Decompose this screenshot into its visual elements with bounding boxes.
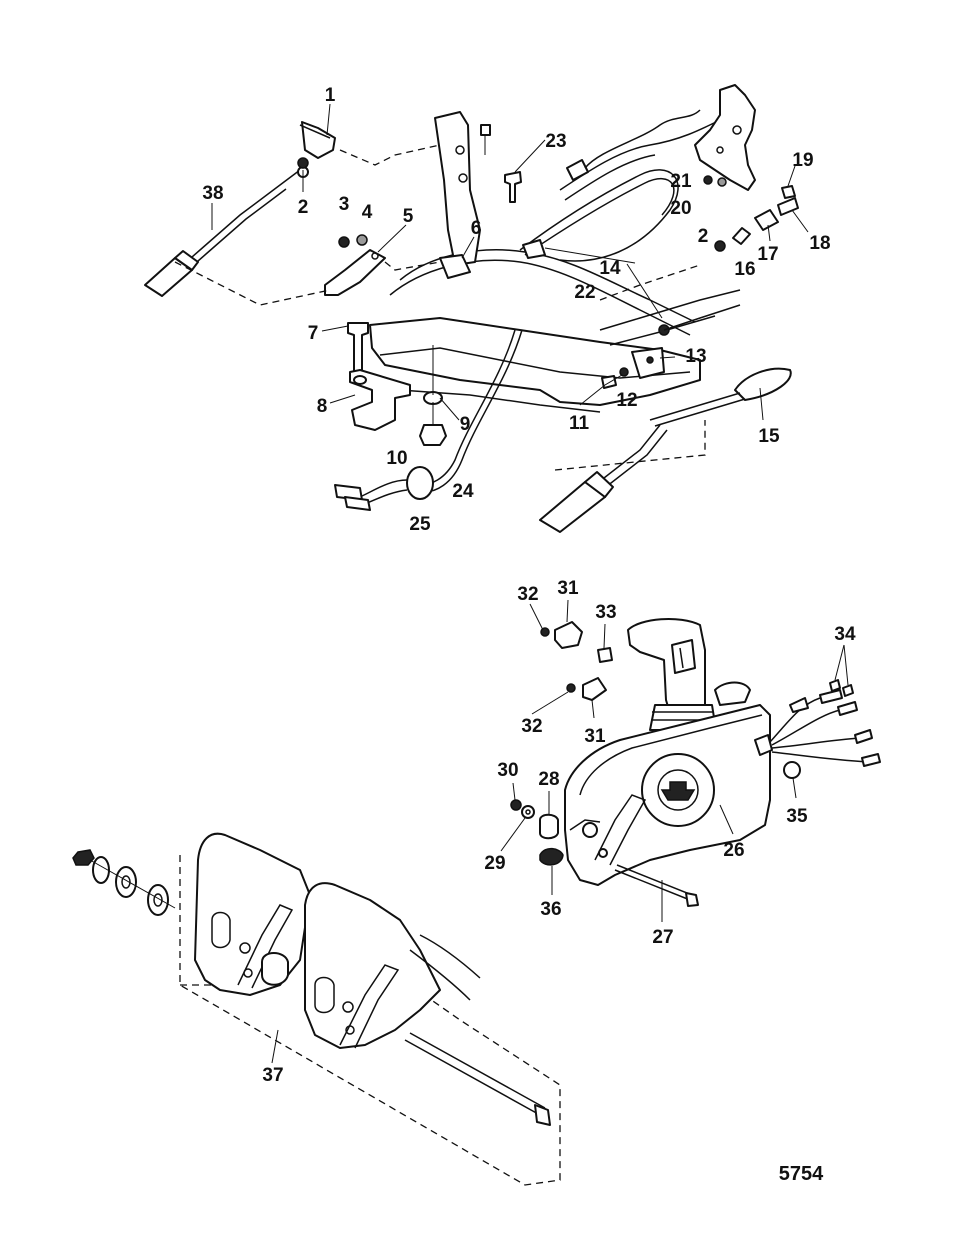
kit-housing-right bbox=[304, 882, 441, 1049]
spacer-28 bbox=[539, 813, 559, 840]
callout-10: 10 bbox=[386, 448, 407, 469]
callout-5: 5 bbox=[403, 206, 414, 227]
nut-2-left bbox=[297, 157, 309, 169]
callout-labels: 1 2 3 4 5 6 7 8 9 10 11 12 13 14 15 16 1… bbox=[202, 85, 856, 1185]
bolt-27 bbox=[685, 892, 699, 907]
terminal-34b bbox=[842, 684, 854, 697]
callout-19: 19 bbox=[792, 150, 813, 171]
bushing-17 bbox=[754, 209, 779, 231]
callout-21: 21 bbox=[670, 171, 692, 192]
nut-10 bbox=[419, 424, 447, 446]
terminal-34a bbox=[829, 679, 841, 692]
dual-station-kit-37 bbox=[72, 832, 561, 1186]
callout-23: 23 bbox=[545, 131, 566, 152]
spring-16 bbox=[732, 227, 751, 245]
callout-11: 11 bbox=[569, 413, 590, 434]
kit-housing-left bbox=[194, 832, 311, 996]
callout-7: 7 bbox=[308, 323, 319, 344]
mounting-bracket bbox=[369, 317, 701, 406]
callout-30: 30 bbox=[497, 760, 518, 781]
callout-15: 15 bbox=[758, 426, 780, 447]
remote-control-box bbox=[500, 599, 881, 922]
clip-33 bbox=[597, 647, 613, 663]
grommet-25 bbox=[406, 466, 434, 500]
callout-32-top: 32 bbox=[517, 584, 538, 605]
through-bolt-37 bbox=[534, 1104, 551, 1126]
callout-1: 1 bbox=[325, 85, 336, 106]
cap-36 bbox=[539, 847, 564, 866]
cam-31-bottom bbox=[582, 677, 607, 701]
nut-37 bbox=[72, 849, 95, 866]
callout-36: 36 bbox=[540, 899, 561, 920]
callout-31-top: 31 bbox=[557, 578, 579, 599]
kit-boundary-37 bbox=[179, 855, 561, 1186]
callout-22: 22 bbox=[574, 282, 595, 303]
callout-28: 28 bbox=[538, 769, 559, 790]
clamp-6 bbox=[439, 254, 471, 279]
plug-35 bbox=[783, 761, 801, 779]
nut-30 bbox=[510, 799, 522, 811]
trim-switch bbox=[671, 639, 696, 674]
callout-32-bottom: 32 bbox=[521, 716, 542, 737]
cable-end-1 bbox=[301, 121, 336, 159]
callout-24: 24 bbox=[452, 481, 474, 502]
callout-3: 3 bbox=[339, 194, 350, 215]
callout-16: 16 bbox=[734, 259, 755, 280]
callout-9: 9 bbox=[460, 414, 471, 435]
callout-27: 27 bbox=[652, 927, 673, 948]
callout-8: 8 bbox=[317, 396, 328, 417]
callout-12: 12 bbox=[616, 390, 637, 411]
callout-26: 26 bbox=[723, 840, 744, 861]
callout-14: 14 bbox=[599, 258, 621, 279]
callout-34: 34 bbox=[834, 624, 856, 645]
ball-joint-19 bbox=[781, 185, 796, 199]
cam-31-top bbox=[554, 621, 583, 649]
bolt-7 bbox=[347, 322, 369, 373]
callout-31-bottom: 31 bbox=[584, 726, 606, 747]
clamp-22 bbox=[522, 239, 546, 259]
cable-cover-15 bbox=[734, 367, 792, 401]
callout-2-right: 2 bbox=[698, 226, 709, 247]
upper-cable-assembly bbox=[144, 84, 809, 533]
callout-17: 17 bbox=[757, 244, 778, 265]
kit-spacer bbox=[261, 952, 289, 986]
support-post bbox=[434, 111, 481, 266]
anchor-bracket-5 bbox=[324, 249, 386, 296]
callout-4: 4 bbox=[362, 202, 373, 223]
link-18 bbox=[777, 197, 799, 216]
callout-37: 37 bbox=[262, 1065, 283, 1086]
callout-38: 38 bbox=[202, 183, 223, 204]
callout-13: 13 bbox=[685, 346, 706, 367]
nut-2-right bbox=[714, 240, 726, 252]
screw-23 bbox=[504, 171, 522, 203]
callout-6: 6 bbox=[471, 218, 482, 239]
callout-18: 18 bbox=[809, 233, 830, 254]
callout-2-left: 2 bbox=[298, 197, 309, 218]
callout-20: 20 bbox=[670, 198, 691, 219]
callout-29: 29 bbox=[484, 853, 505, 874]
callout-35: 35 bbox=[786, 806, 808, 827]
callout-25: 25 bbox=[409, 514, 431, 535]
callout-33: 33 bbox=[595, 602, 616, 623]
washer-29 bbox=[521, 805, 535, 819]
pivot-bracket bbox=[694, 84, 756, 191]
figure-number: 5754 bbox=[779, 1163, 824, 1185]
mount-plate-8 bbox=[349, 369, 411, 431]
